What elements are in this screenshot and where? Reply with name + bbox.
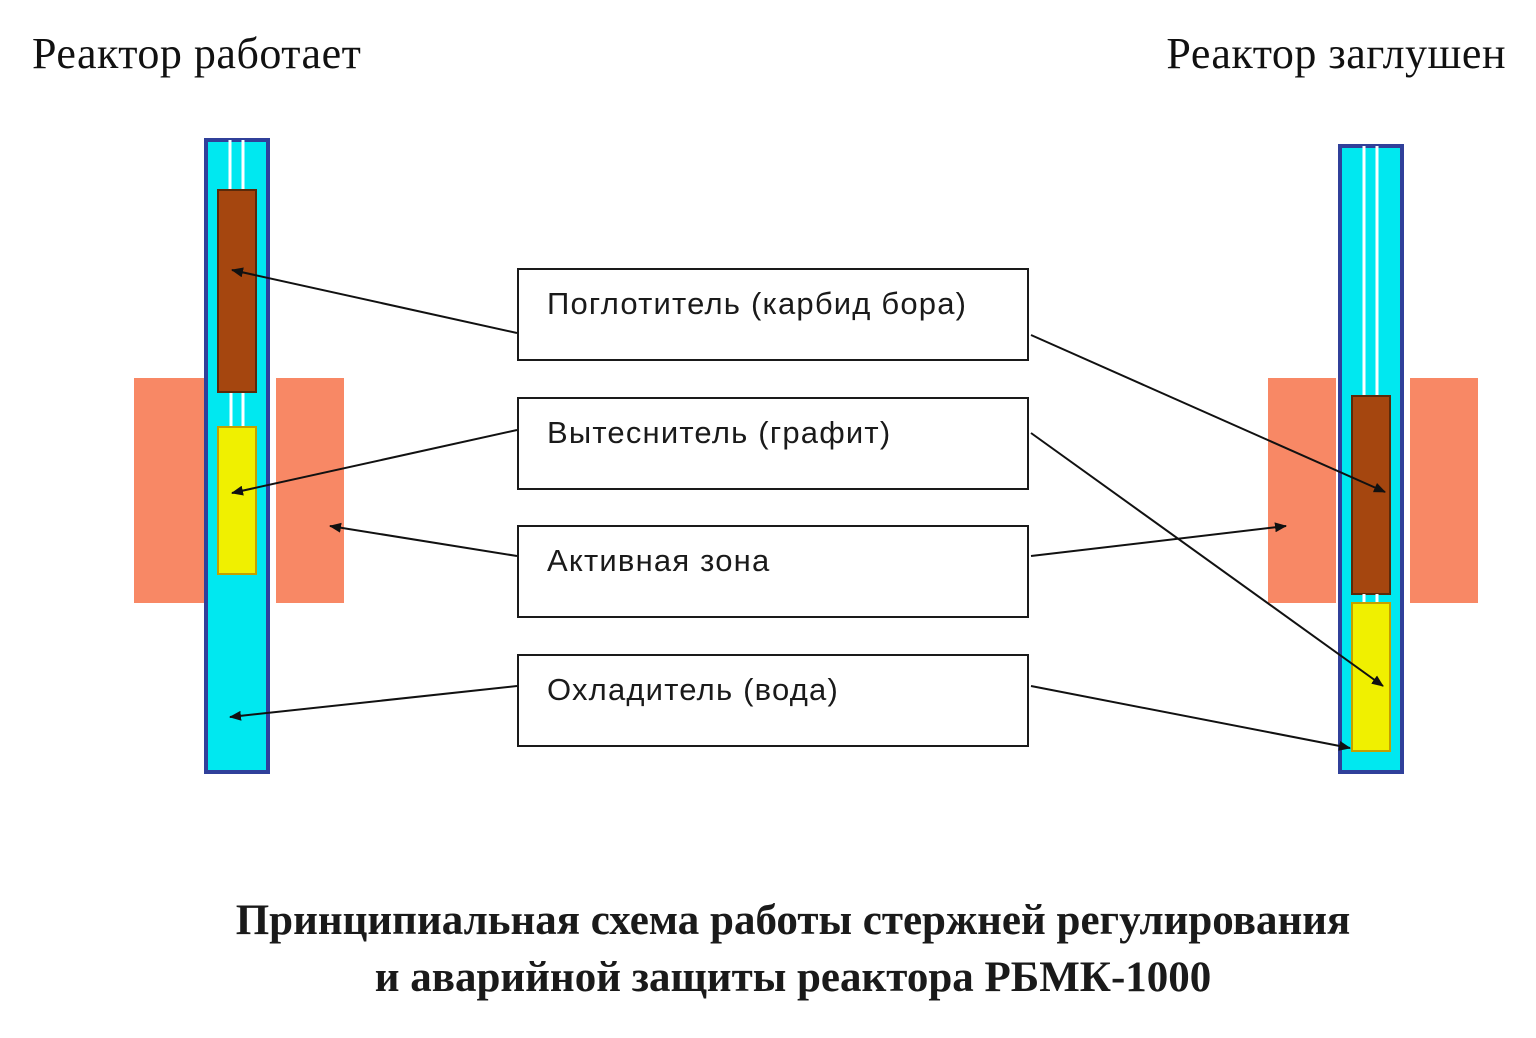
arrow-displacer-left bbox=[231, 429, 518, 496]
label-core: Активная зона bbox=[547, 543, 771, 578]
caption-line-2: и аварийной защиты реактора РБМК-1000 bbox=[374, 954, 1212, 1001]
arrow-absorber-left bbox=[231, 267, 518, 334]
arrow-coolant-left bbox=[229, 685, 518, 721]
right-core-block-outer bbox=[1410, 378, 1478, 603]
left-arrows bbox=[229, 267, 518, 721]
label-coolant: Охладитель (вода) bbox=[547, 672, 839, 707]
arrow-coolant-right bbox=[1030, 685, 1351, 751]
label-box-absorber: Поглотитель (карбид бора) bbox=[517, 268, 1029, 361]
arrow-absorber-right bbox=[1030, 334, 1386, 493]
label-box-displacer: Вытеснитель (графит) bbox=[517, 397, 1029, 490]
right-absorber-rod bbox=[1351, 395, 1391, 595]
label-box-coolant: Охладитель (вода) bbox=[517, 654, 1029, 747]
caption-line-1: Принципиальная схема работы стержней рег… bbox=[235, 897, 1351, 944]
left-absorber-rod bbox=[217, 189, 257, 393]
left-channel bbox=[204, 138, 270, 774]
right-arrows bbox=[1030, 334, 1386, 751]
left-displacer-rod bbox=[217, 426, 257, 575]
label-absorber: Поглотитель (карбид бора) bbox=[547, 286, 968, 321]
label-box-core: Активная зона bbox=[517, 525, 1029, 618]
arrow-displacer-right bbox=[1030, 432, 1384, 687]
left-rod-assembly bbox=[134, 138, 344, 774]
right-rod-assembly bbox=[1268, 144, 1478, 774]
arrow-core-right bbox=[1030, 522, 1287, 557]
arrow-core-left bbox=[329, 522, 518, 557]
left-core-block-outer bbox=[134, 378, 204, 603]
heading-reactor-shutdown: Реактор заглушен bbox=[1166, 29, 1506, 78]
left-core-block-inner bbox=[276, 378, 344, 603]
right-core-block-inner bbox=[1268, 378, 1336, 603]
label-displacer: Вытеснитель (графит) bbox=[547, 415, 892, 450]
heading-reactor-working: Реактор работает bbox=[32, 29, 362, 78]
